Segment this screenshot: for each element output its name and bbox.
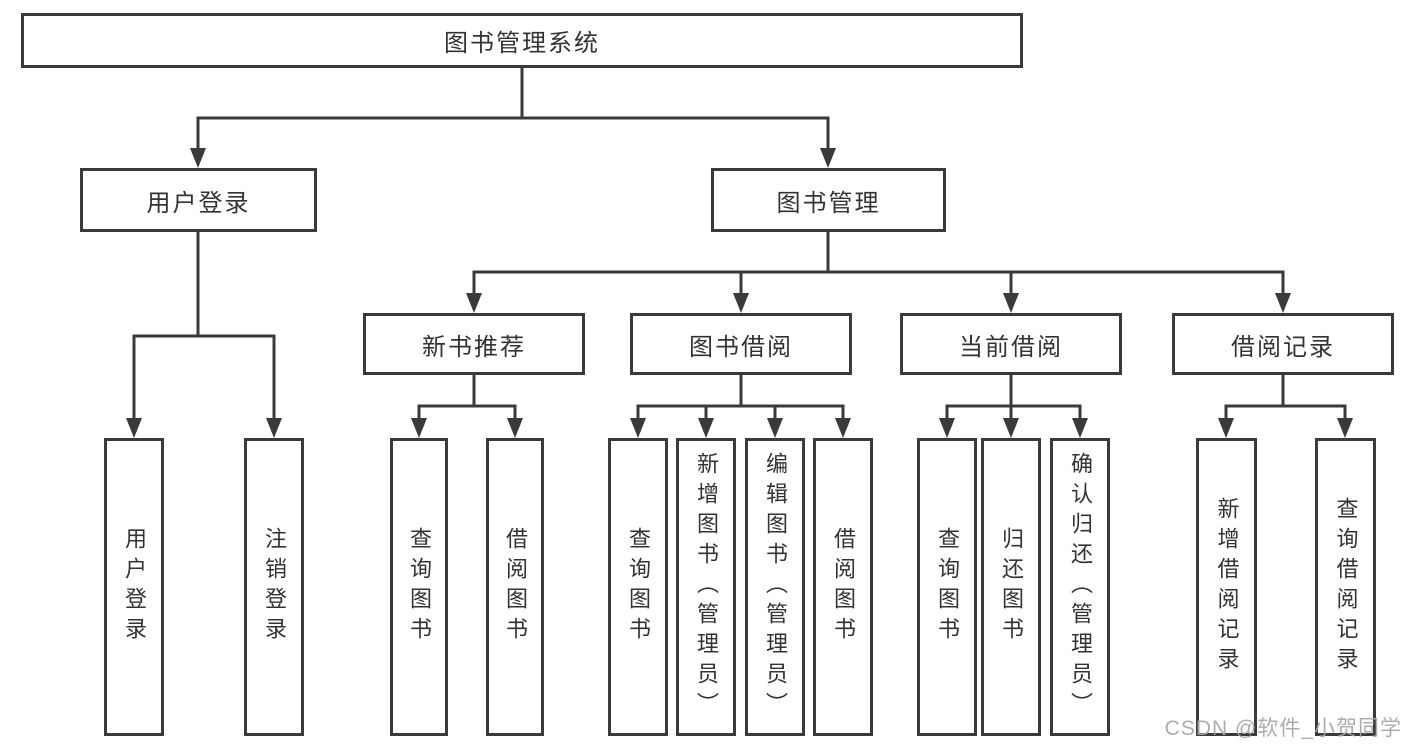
connector-new-book-branch bbox=[411, 373, 523, 438]
arrow-down-icon bbox=[835, 418, 851, 438]
leaf-query-borrow-record: 查询借阅记录 bbox=[1315, 438, 1376, 736]
node-new-book-recommend: 新书推荐 bbox=[363, 313, 585, 375]
leaf-borrow-query-books: 查询图书 bbox=[608, 438, 668, 736]
arrow-down-icon bbox=[820, 148, 836, 168]
arrow-down-icon bbox=[698, 418, 714, 438]
arrow-down-icon bbox=[1337, 418, 1353, 438]
leaf-logout-label: 注销登录 bbox=[262, 527, 287, 647]
node-new-book-recommend-label: 新书推荐 bbox=[422, 333, 526, 361]
leaf-add-borrow-record-label: 新增借阅记录 bbox=[1214, 497, 1240, 677]
leaf-newbook-query-books: 查询图书 bbox=[390, 438, 448, 736]
leaf-current-query-books-label: 查询图书 bbox=[935, 527, 960, 647]
arrow-down-icon bbox=[507, 418, 523, 438]
leaf-return-books-label: 归还图书 bbox=[999, 527, 1024, 647]
arrow-down-icon bbox=[733, 293, 749, 313]
arrow-down-icon bbox=[1218, 418, 1234, 438]
leaf-borrow-books-label: 借阅图书 bbox=[831, 527, 856, 647]
node-current-borrow-label: 当前借阅 bbox=[959, 333, 1063, 361]
leaf-edit-books-admin-label: 编辑图书（管理员） bbox=[763, 452, 788, 722]
leaf-add-books-admin: 新增图书（管理员） bbox=[676, 438, 736, 736]
connector-book-management-to-level3 bbox=[466, 230, 1291, 313]
arrow-down-icon bbox=[630, 418, 646, 438]
leaf-confirm-return-admin: 确认归还（管理员） bbox=[1050, 438, 1110, 736]
arrow-down-icon bbox=[1275, 293, 1291, 313]
leaf-query-borrow-record-label: 查询借阅记录 bbox=[1333, 497, 1359, 677]
arrow-down-icon bbox=[1072, 418, 1088, 438]
leaf-borrow-query-books-label: 查询图书 bbox=[626, 527, 651, 647]
arrow-down-icon bbox=[1003, 418, 1019, 438]
node-book-management-label: 图书管理 bbox=[776, 189, 881, 217]
node-book-management: 图书管理 bbox=[711, 168, 946, 232]
connector-user-login-branch bbox=[126, 230, 282, 438]
leaf-newbook-borrow-books: 借阅图书 bbox=[486, 438, 544, 736]
arrow-down-icon bbox=[126, 418, 142, 438]
arrow-down-icon bbox=[411, 418, 427, 438]
node-book-borrow-label: 图书借阅 bbox=[689, 333, 793, 361]
leaf-add-borrow-record: 新增借阅记录 bbox=[1196, 438, 1257, 736]
node-borrow-records-label: 借阅记录 bbox=[1231, 333, 1335, 361]
connector-borrow-records-branch bbox=[1218, 373, 1353, 438]
arrow-down-icon bbox=[266, 418, 282, 438]
leaf-current-query-books: 查询图书 bbox=[917, 438, 977, 736]
arrow-down-icon bbox=[466, 293, 482, 313]
leaf-confirm-return-admin-label: 确认归还（管理员） bbox=[1068, 452, 1093, 722]
node-user-login: 用户登录 bbox=[80, 168, 317, 232]
connector-current-borrow-branch bbox=[939, 373, 1088, 438]
arrow-down-icon bbox=[939, 418, 955, 438]
arrow-down-icon bbox=[1003, 293, 1019, 313]
node-root: 图书管理系统 bbox=[21, 13, 1023, 68]
connector-book-borrow-branch bbox=[630, 373, 851, 438]
connector-root-to-level2 bbox=[190, 66, 836, 168]
leaf-newbook-query-books-label: 查询图书 bbox=[407, 527, 432, 647]
leaf-edit-books-admin: 编辑图书（管理员） bbox=[745, 438, 805, 736]
leaf-user-login-label: 用户登录 bbox=[122, 527, 147, 647]
leaf-user-login: 用户登录 bbox=[104, 438, 164, 736]
node-user-login-label: 用户登录 bbox=[146, 189, 251, 217]
arrow-down-icon bbox=[190, 148, 206, 168]
leaf-newbook-borrow-books-label: 借阅图书 bbox=[503, 527, 528, 647]
leaf-add-books-admin-label: 新增图书（管理员） bbox=[694, 452, 719, 722]
node-root-label: 图书管理系统 bbox=[444, 30, 600, 57]
node-book-borrow: 图书借阅 bbox=[630, 313, 852, 375]
arrow-down-icon bbox=[767, 418, 783, 438]
leaf-return-books: 归还图书 bbox=[981, 438, 1041, 736]
node-current-borrow: 当前借阅 bbox=[900, 313, 1122, 375]
watermark: CSDN @软件_小贺同学 bbox=[1164, 717, 1402, 740]
leaf-borrow-books: 借阅图书 bbox=[813, 438, 873, 736]
leaf-logout: 注销登录 bbox=[244, 438, 304, 736]
node-borrow-records: 借阅记录 bbox=[1172, 313, 1394, 375]
